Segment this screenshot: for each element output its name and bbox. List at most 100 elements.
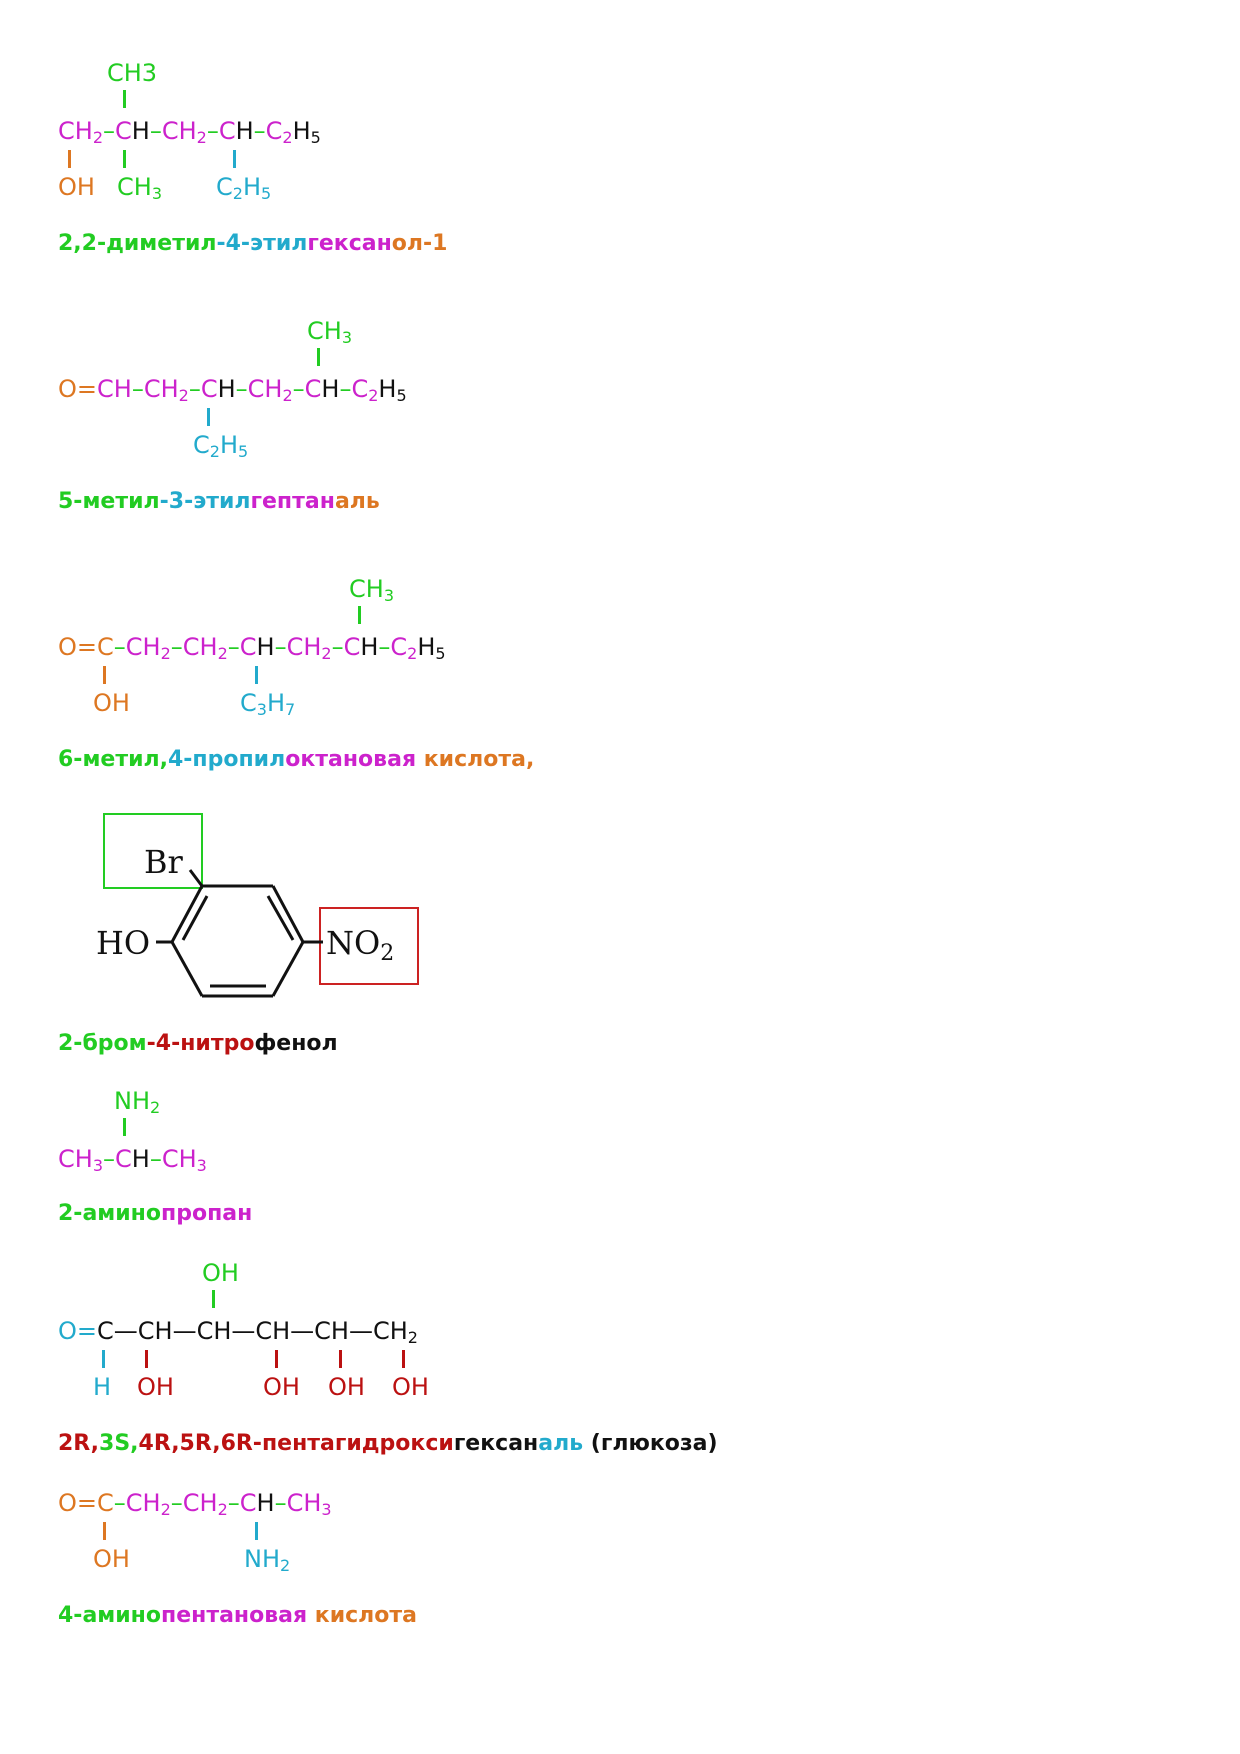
chain-segment: – [170,1489,183,1517]
chain-segment: – [188,375,201,403]
name-segment: гексан [453,1431,539,1456]
s7-compound-name: 4-аминопентановая кислота [58,1602,417,1630]
chain-segment: 2 [368,386,379,405]
chain-segment: 5 [435,644,446,663]
s1-top-methyl: CH3 [107,59,158,87]
s6-bond-h [102,1350,105,1368]
chain-segment: 2 [321,644,332,663]
s2-top-methyl: CH3 [307,317,352,347]
chain-segment: – [103,117,115,145]
s4-benzene-ring [103,813,419,998]
chain-segment: O=C [58,1489,114,1517]
chain-segment: H [256,633,275,661]
chain-segment: H [292,117,311,145]
s7-main-chain: O=C–CH2–CH2–CH–CH3 [58,1488,332,1521]
chain-segment: – [253,117,266,145]
name-segment: 6R- [220,1431,262,1456]
name-segment: 4R, [138,1431,180,1456]
chain-segment: CH [182,633,218,661]
s4-br-highlight-box [103,813,203,889]
s3-bond-c3h7 [255,666,258,684]
chain-segment: O=C [58,633,114,661]
s4-nitro: NO2 [326,924,395,966]
s4-bromine: Br [144,843,183,881]
chain-segment: – [206,117,219,145]
name-segment: 6-метил, [58,747,168,772]
s6-bond-oh-6 [402,1350,405,1368]
s3-bond-oh [103,666,106,684]
name-segment: 2-амино [58,1201,161,1226]
chain-segment: H [321,375,340,403]
chain-segment: – [274,1489,287,1517]
s4-hydroxyl: HO [96,924,151,962]
name-segment: гептан [250,489,335,514]
chain-segment: CH [97,375,132,403]
s1-hydroxyl: OH [58,173,95,201]
s6-compound-name: 2R,3S,4R,5R,6R-пентагидроксигексаналь (г… [58,1430,718,1458]
s6-hydroxyl-4: OH [263,1373,300,1401]
chain-segment: 2 [217,644,228,663]
chain-segment: 2 [282,386,293,405]
name-segment: 4-амино [58,1603,161,1628]
name-segment: гексан [307,231,392,256]
chain-segment: H [235,117,254,145]
name-segment: 2R, [58,1431,100,1456]
name-segment: -3-этил [159,489,251,514]
name-segment: октановая [285,747,424,772]
s3-bond-top [358,606,361,624]
chain-segment: – [274,633,287,661]
chain-segment: 2 [92,128,103,147]
chain-segment: CH [143,375,179,403]
s6-hydroxyl-2: OH [137,1373,174,1401]
s1-compound-name: 2,2-диметил-4-этилгексанол-1 [58,230,447,258]
chain-segment: 2 [282,128,293,147]
s1-bond-c2h5 [233,150,236,168]
name-segment: фенол [254,1031,338,1056]
chain-segment: – [235,375,248,403]
s3-propyl: C3H7 [240,689,296,719]
chain-segment: 2 [196,128,207,147]
chain-segment: CH [58,117,93,145]
s3-hydroxyl: OH [93,689,130,717]
s2-main-chain: O=CH–CH2–CH–CH2–CH–C2H5 [58,374,407,407]
chain-segment: – [378,633,391,661]
chain-segment: CH [286,633,322,661]
s5-compound-name: 2-аминопропан [58,1200,252,1228]
s2-ethyl: C2H5 [193,431,249,461]
chain-segment: 2 [407,644,418,663]
chain-segment: H [131,117,150,145]
s4-ring-bonds [156,869,323,998]
name-segment: аль [334,489,380,514]
s6-hydroxyl-6: OH [392,1373,429,1401]
s6-main-chain: O=C—CH—CH—CH—CH—CH2 [58,1317,418,1347]
s6-hydroxyl-5: OH [328,1373,365,1401]
chain-segment: H [131,1145,150,1173]
s1-methyl-bottom: CH3 [117,173,162,203]
name-segment: пентагидрокси [261,1431,454,1456]
name-segment: 3S, [99,1431,139,1456]
chain-segment: H [256,1489,275,1517]
name-segment: -4-этил [216,231,308,256]
chain-segment: – [113,633,126,661]
name-segment: 5-метил [58,489,160,514]
chain-segment: CH [182,1489,218,1517]
name-segment: 2-бром [58,1031,147,1056]
s6-hydrogen: H [93,1373,112,1401]
s1-main-chain: CH2–CH–CH2–CH–C2H5 [58,116,321,149]
s3-top-methyl: CH3 [349,575,394,605]
name-segment: 5R, [179,1431,221,1456]
name-segment: пентановая [161,1603,315,1628]
chain-segment: O= [58,375,97,403]
s2-bond-top [317,348,320,366]
name-segment: 2,2-диметил [58,231,217,256]
chain-segment: CH [247,375,283,403]
chain-segment: C [115,1145,132,1173]
s1-bond-oh [68,150,71,168]
s1-bond-top [123,90,126,108]
s6-bond-top [212,1290,215,1308]
name-segment: аль [538,1431,584,1456]
chain-segment: – [103,1145,115,1173]
name-segment: кислота [314,1603,418,1628]
chain-segment: C [343,633,361,661]
chain-segment: C [390,633,408,661]
